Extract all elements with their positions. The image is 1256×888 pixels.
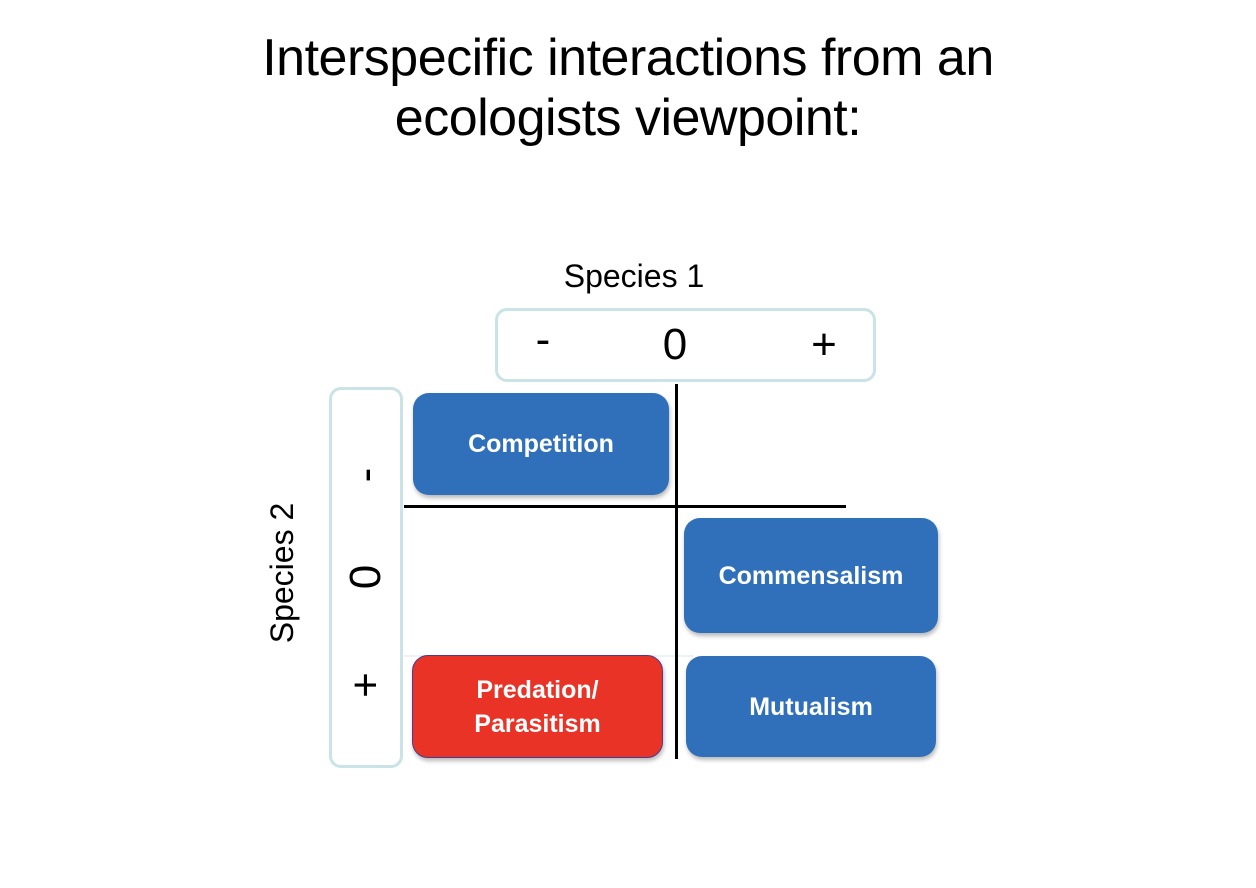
vertical-divider [675, 384, 678, 759]
slide-title: Interspecific interactions from an ecolo… [0, 28, 1256, 148]
species-1-plus: + [811, 320, 837, 369]
competition-label: Competition [468, 430, 614, 458]
horizontal-divider [404, 505, 846, 508]
competition-card: Competition [413, 393, 669, 495]
species-2-label: Species 2 [264, 502, 300, 644]
predation-label-line-1: Predation/ [476, 675, 599, 704]
title-line-1: Interspecific interactions from an [262, 29, 994, 87]
species-2-zero: 0 [341, 564, 390, 590]
species-1-minus: - [535, 315, 551, 364]
species-2-axis: - 0 + [329, 387, 403, 768]
species-1-axis: - 0 + [495, 308, 876, 382]
commensalism-label: Commensalism [718, 561, 904, 590]
species-2-plus: + [341, 672, 390, 698]
species-2-minus: - [341, 467, 390, 483]
species-1-label: Species 1 [563, 258, 705, 294]
commensalism-card: Commensalism [684, 518, 938, 633]
species-1-zero: 0 [662, 320, 688, 369]
mutualism-label: Mutualism [749, 692, 873, 721]
predation-label-line-2: Parasitism [474, 709, 601, 738]
predation-parasitism-card: Predation/ Parasitism [412, 655, 663, 758]
title-line-2: ecologists viewpoint: [394, 89, 862, 147]
predation-label: Predation/ Parasitism [474, 673, 600, 741]
mutualism-card: Mutualism [686, 656, 936, 757]
